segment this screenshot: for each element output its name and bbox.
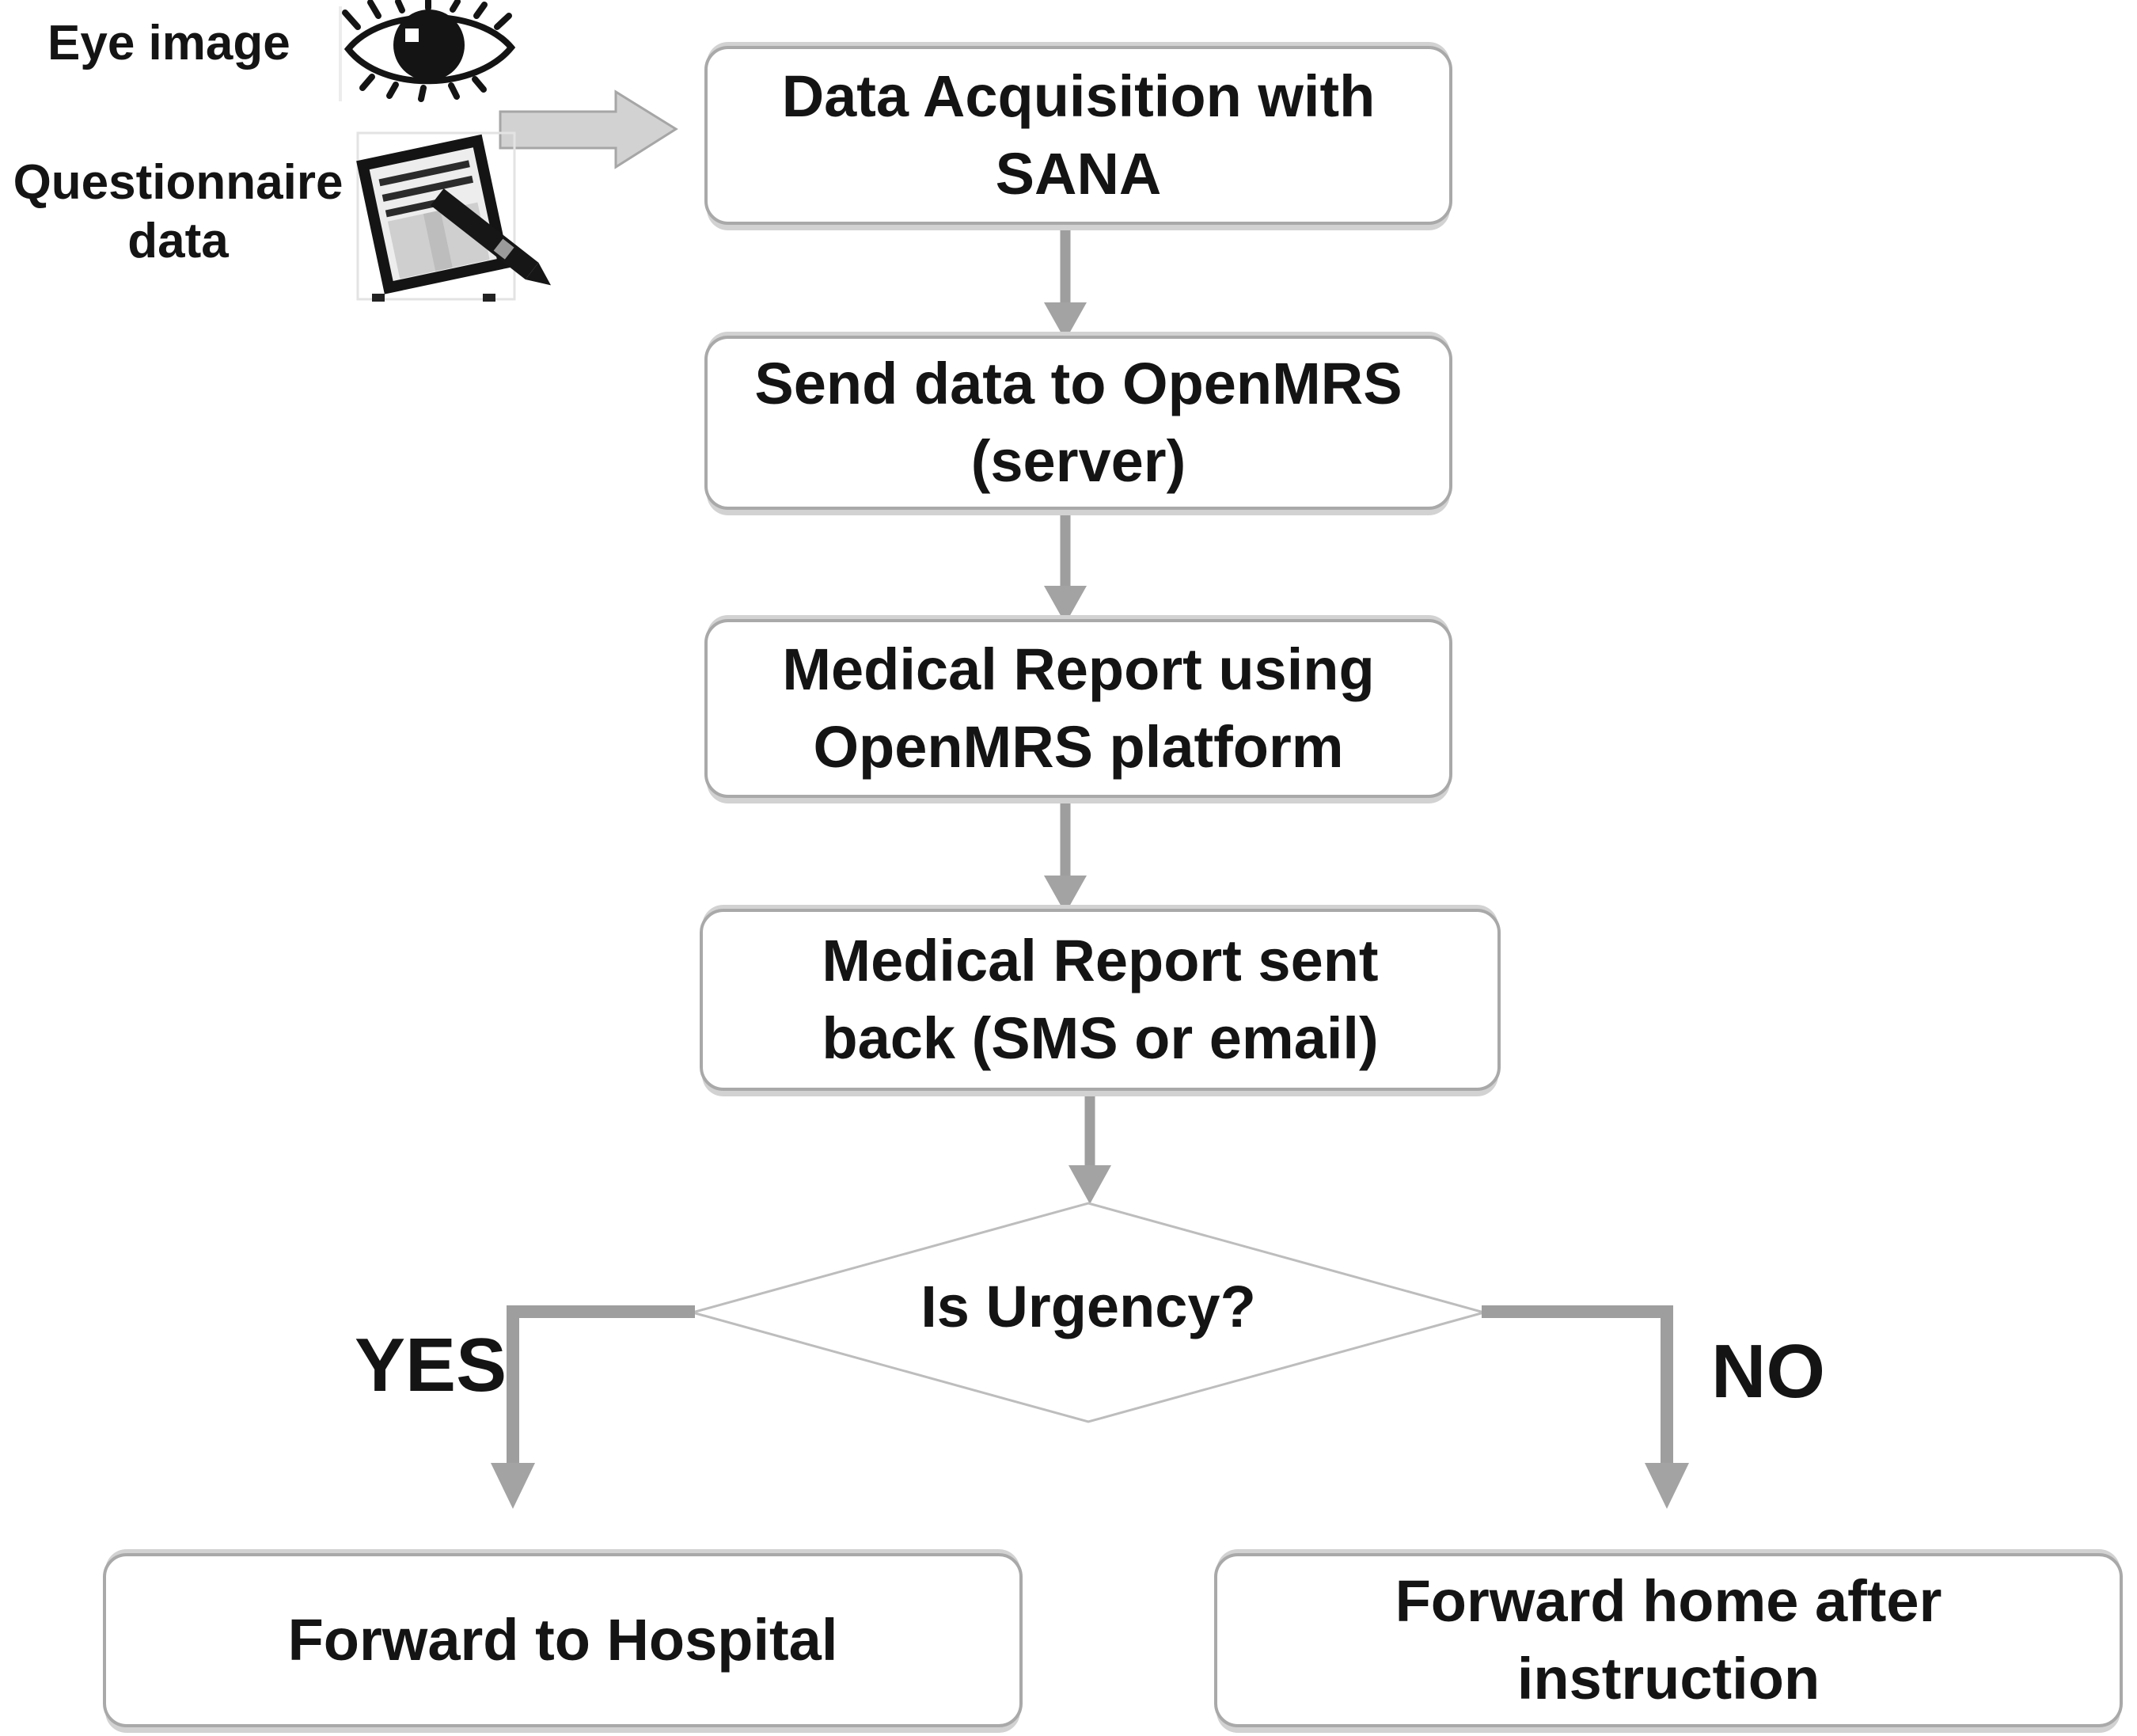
process-box-text-line: SANA <box>995 141 1162 207</box>
decision-diamond <box>688 1202 1489 1423</box>
process-box-text-line: Medical Report sent <box>822 928 1379 993</box>
decision-label: Is Urgency? <box>920 1274 1256 1339</box>
process-box-data-acquisition: Data Acquisition with SANA <box>704 46 1452 225</box>
questionnaire-label-line2: data <box>127 214 229 268</box>
no-elbow-arrow-icon <box>1482 1305 1689 1509</box>
process-box-text-line: Data Acquisition with <box>781 63 1376 129</box>
terminal-box-forward-home: Forward home after instruction <box>1214 1553 2123 1727</box>
arrow-down-icon <box>1068 1091 1111 1204</box>
terminal-box-text-line: instruction <box>1516 1646 1820 1711</box>
process-box-report-sent-back: Medical Report sent back (SMS or email) <box>700 909 1501 1091</box>
process-box-medical-report: Medical Report using OpenMRS platform <box>704 619 1452 798</box>
questionnaire-label-line1: Questionnaire <box>13 155 344 210</box>
arrow-down-icon <box>1044 225 1087 340</box>
terminal-box-forward-hospital: Forward to Hospital <box>103 1553 1023 1727</box>
eye-icon <box>339 0 516 102</box>
terminal-box-text-line: Forward to Hospital <box>287 1607 838 1673</box>
eye-image-label: Eye image <box>47 16 290 70</box>
no-branch-label: NO <box>1711 1329 1825 1414</box>
yes-branch-label: YES <box>355 1323 507 1407</box>
yes-elbow-arrow-icon <box>491 1305 695 1509</box>
block-arrow-right-icon <box>499 89 678 169</box>
questionnaire-data-label: Questionnaire data <box>0 154 356 271</box>
terminal-box-text-line: Forward home after <box>1395 1568 1942 1634</box>
process-box-text-line: back (SMS or email) <box>822 1005 1379 1071</box>
process-box-text-line: OpenMRS platform <box>813 714 1344 780</box>
process-box-send-data: Send data to OpenMRS (server) <box>704 336 1452 510</box>
process-box-text-line: Send data to OpenMRS <box>754 351 1403 416</box>
arrow-down-icon <box>1044 798 1087 914</box>
process-box-text-line: Medical Report using <box>782 636 1375 702</box>
process-box-text-line: (server) <box>970 428 1186 494</box>
arrow-down-icon <box>1044 508 1087 624</box>
notepad-pen-icon <box>356 131 552 302</box>
